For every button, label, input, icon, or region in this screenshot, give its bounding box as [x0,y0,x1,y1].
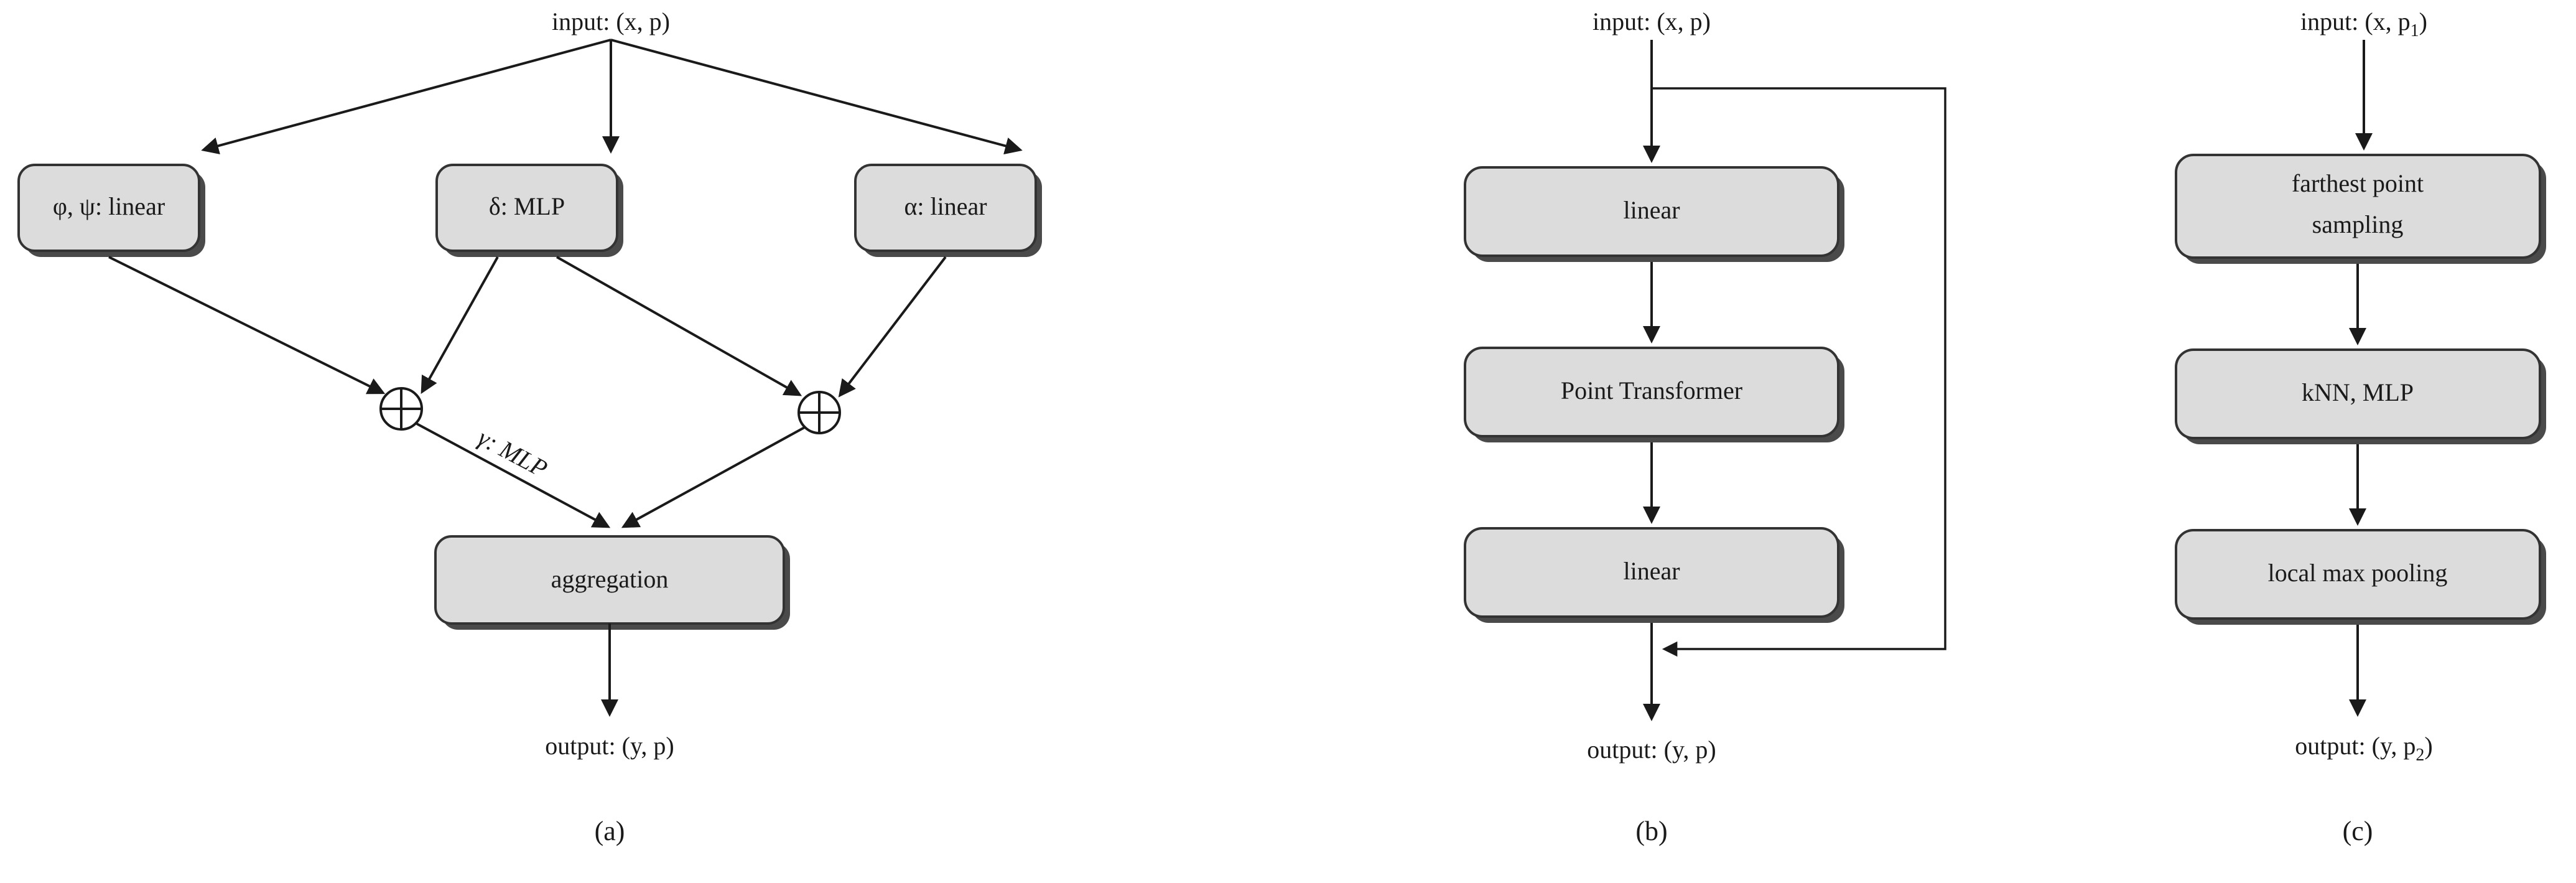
panel-a-caption: (a) [595,816,625,846]
panel-b-box-linear-top-label: linear [1623,196,1680,224]
panel-c-caption: (c) [2343,816,2373,846]
panel-a-gamma-mlp-edge-label: γ: MLP [473,423,552,483]
panel-a-arrow-sum-right-to-aggregation [621,426,805,528]
panel-c-input-label-main: input: (x, p [2300,7,2411,35]
panel-c-box-local-max-pooling[interactable]: local max pooling [2175,529,2546,625]
panel-a-input-label: input: (x, p) [552,7,670,35]
panel-a-box-aggregation-label: aggregation [551,565,669,593]
panel-c-box-fps-label-line2: sampling [2312,210,2404,238]
panel-b: input: (x, p) linear Point Transformer l… [1464,7,1946,846]
panel-b-box-linear-bottom-label: linear [1623,557,1680,585]
panel-c-box-fps-label-line1: farthest point [2292,169,2424,197]
panel-a-sum-operator-right [797,391,841,434]
panel-c-box-knn-mlp[interactable]: kNN, MLP [2175,348,2546,444]
panel-b-box-linear-bottom[interactable]: linear [1464,527,1844,623]
panel-a-arrow-delta-to-sum-left [421,256,499,395]
panel-a-arrow-input-to-phipsi [201,39,611,155]
panel-a-arrow-alpha-to-sum-right [838,256,947,398]
panel-a-output-label: output: (y, p) [545,732,674,760]
panel-c-output-label-tail: ) [2424,732,2432,760]
panel-c-output-label-sub: 2 [2416,745,2424,765]
panel-a-box-alpha-linear-label: α: linear [904,192,987,220]
panel-b-caption: (b) [1635,816,1667,846]
panel-b-input-label: input: (x, p) [1593,7,1711,35]
panel-c-box-farthest-point-sampling[interactable]: farthest point sampling [2175,154,2546,264]
panel-c-input-label-tail: ) [2419,7,2427,35]
panel-a-box-phi-psi-linear[interactable]: φ, ψ: linear [17,164,205,257]
panel-a-box-alpha-linear[interactable]: α: linear [854,164,1042,257]
panel-c: input: (x, p1) farthest point sampling k… [2175,7,2546,846]
panel-a-arrow-input-to-alpha [610,39,1023,155]
panel-a-arrow-phipsi-to-sum-left [108,256,386,395]
panel-b-box-point-transformer[interactable]: Point Transformer [1464,347,1844,442]
panel-b-box-linear-top[interactable]: linear [1464,166,1844,262]
panel-c-input-label-sub: 1 [2411,21,2419,40]
panel-b-output-label: output: (y, p) [1587,736,1716,764]
panel-c-output-label: output: (y, p2) [2295,732,2432,765]
panel-a-arrow-delta-to-sum-right [556,256,802,396]
panel-a-box-delta-mlp-label: δ: MLP [489,192,565,220]
panel-c-output-label-main: output: (y, p [2295,732,2416,760]
panel-b-box-point-transformer-label: Point Transformer [1561,376,1742,404]
panel-a: input: (x, p) φ, ψ: linear δ: MLP α: lin… [17,7,1042,846]
panel-a-box-aggregation[interactable]: aggregation [434,535,790,630]
panel-a-arrow-sum-left-to-aggregation [416,423,611,528]
panel-a-box-phi-psi-linear-label: φ, ψ: linear [53,192,165,220]
panel-a-box-delta-mlp[interactable]: δ: MLP [435,164,623,257]
panel-a-sum-operator-left [379,387,423,431]
panel-b-skip-connection [1652,87,1946,657]
panel-c-input-label: input: (x, p1) [2300,7,2427,40]
panel-c-box-knn-mlp-label: kNN, MLP [2302,378,2414,406]
panel-c-box-local-max-pooling-label: local max pooling [2268,559,2448,587]
